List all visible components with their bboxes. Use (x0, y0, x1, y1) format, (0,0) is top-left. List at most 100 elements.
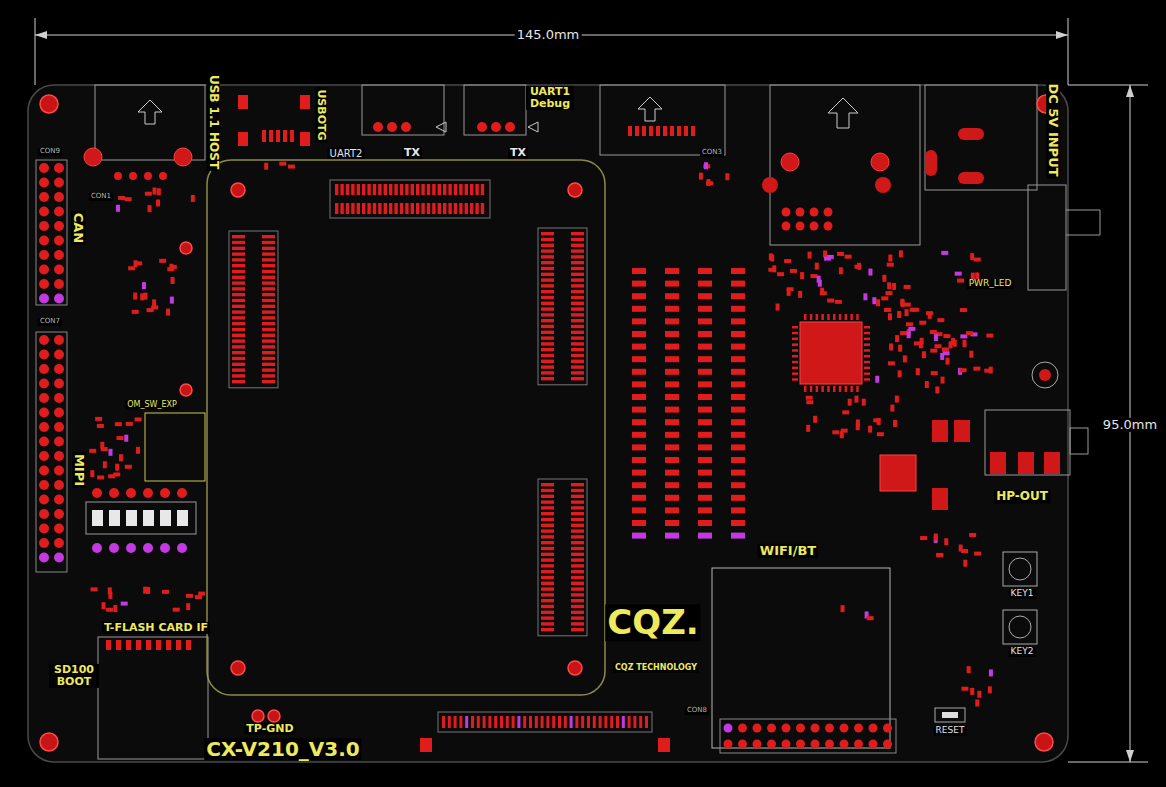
smd-pad (842, 410, 849, 414)
smd-pad (816, 314, 819, 320)
smd-pad (170, 265, 177, 269)
through-hole-pad (54, 393, 64, 403)
smd-pad (731, 293, 745, 299)
smd-pad (571, 273, 584, 276)
smd-pad (571, 238, 584, 241)
smd-pad (384, 203, 387, 214)
smd-pad (854, 396, 858, 403)
silkscreen-label: DC 5V INPUT (1046, 81, 1060, 178)
smd-pad (937, 318, 944, 322)
smd-pad (238, 95, 248, 109)
through-hole-pad (114, 172, 122, 180)
through-hole-pad (92, 488, 102, 498)
smd-pad (604, 716, 607, 728)
smd-pad (698, 344, 712, 350)
smd-pad (232, 380, 245, 383)
through-hole-pad (54, 192, 64, 202)
smd-pad (632, 369, 646, 375)
pin1-marker (528, 122, 538, 132)
power-switch (1028, 185, 1066, 290)
smd-pad (665, 381, 679, 387)
smd-pad (731, 407, 745, 413)
smd-pad (571, 365, 584, 368)
smd-pad (541, 267, 554, 270)
jack-pad (990, 452, 1006, 474)
smd-pad (571, 483, 584, 486)
through-hole-pad (159, 172, 167, 180)
smd-pad (232, 310, 245, 313)
through-hole-pad (39, 524, 49, 534)
smd-pad (963, 560, 967, 567)
silkscreen-label: T-FLASH CARD IF (102, 622, 210, 634)
smd-pad (153, 188, 157, 195)
smd-pad (571, 371, 584, 374)
smd-pad (264, 163, 268, 170)
through-hole-pad (109, 488, 119, 498)
smd-pad (300, 132, 310, 146)
smd-pad (941, 251, 948, 255)
smd-pad (864, 326, 870, 329)
silkscreen-label: 145.0mm (515, 28, 582, 42)
smd-pad (541, 495, 554, 498)
smd-pad (792, 349, 798, 352)
silkscreen-label: SD100 BOOT (49, 664, 99, 688)
smd-pad (571, 547, 584, 550)
through-hole-pad (840, 740, 849, 749)
smd-pad (116, 640, 121, 650)
smd-pad (198, 592, 205, 596)
through-hole-pad (39, 250, 49, 260)
silkscreen-label: CX-V210_V3.0 (204, 738, 361, 760)
smd-pad (904, 303, 911, 307)
smd-pad (988, 686, 992, 693)
smd-pad (951, 338, 955, 345)
smd-pad (115, 464, 119, 471)
smd-pad (868, 269, 872, 276)
smd-pad (905, 309, 909, 316)
smd-pad (815, 263, 819, 270)
smd-pad (571, 506, 584, 509)
smd-pad (665, 419, 679, 425)
smd-pad (862, 399, 866, 406)
smd-pad (262, 363, 275, 366)
smd-pad (663, 126, 667, 136)
jack-pad (1044, 452, 1060, 474)
smd-pad (916, 368, 920, 375)
smd-pad (571, 284, 584, 287)
smd-pad (541, 524, 554, 527)
silkscreen-label: KEY2 (1009, 647, 1036, 657)
smd-pad (541, 541, 554, 544)
smd-pad (587, 716, 590, 728)
smd-pad (269, 130, 273, 142)
smd-pad (974, 552, 981, 556)
smd-pad (571, 249, 584, 252)
smd-pad (827, 299, 834, 303)
shield-pad (762, 177, 778, 193)
silkscreen-label: CQZ TECHNOLOGY (613, 664, 699, 673)
smd-pad (792, 326, 798, 329)
through-hole-pad (54, 509, 64, 519)
smd-pad (841, 605, 845, 612)
smd-pad (116, 205, 120, 212)
through-hole-pad (782, 740, 791, 749)
through-hole-pad (824, 208, 833, 217)
smd-pad (571, 232, 584, 235)
smd-pad (632, 281, 646, 287)
smd-pad (919, 321, 926, 325)
smd-pad (856, 314, 859, 320)
smd-pad (656, 126, 660, 136)
smd-pad (961, 549, 968, 553)
smd-pad (465, 716, 468, 728)
smd-pad (262, 252, 275, 255)
through-hole-pad (143, 488, 153, 498)
usb-arrow (638, 97, 662, 121)
smd-pad (934, 344, 941, 348)
smd-pad (864, 367, 870, 370)
smd-pad (95, 417, 102, 421)
smd-pad (930, 349, 937, 353)
smd-pad (454, 203, 457, 214)
smd-pad (494, 716, 497, 728)
smd-pad (665, 482, 679, 488)
smd-pad (571, 495, 584, 498)
smd-pad (442, 716, 445, 728)
smd-pad (541, 622, 554, 625)
